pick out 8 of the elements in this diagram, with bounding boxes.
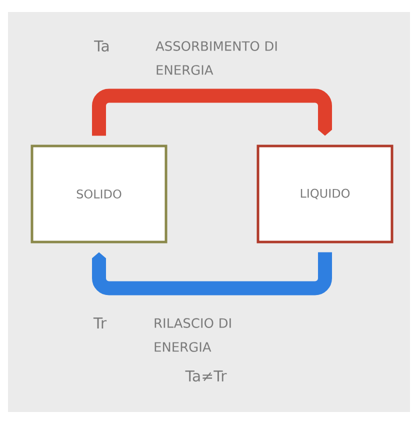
variable-label: Tr	[93, 318, 107, 328]
state-box: LIQUIDO	[256, 144, 394, 244]
edge-label: ASSORBIMENTO DI ENERGIA	[156, 41, 277, 75]
variable-label: Ta≠Tr	[185, 370, 227, 382]
band-arrow	[92, 252, 332, 296]
edge-label: RILASCIO DI ENERGIA	[154, 318, 231, 352]
state-box: SOLIDO	[30, 144, 168, 244]
variable-label: Ta	[94, 40, 109, 52]
